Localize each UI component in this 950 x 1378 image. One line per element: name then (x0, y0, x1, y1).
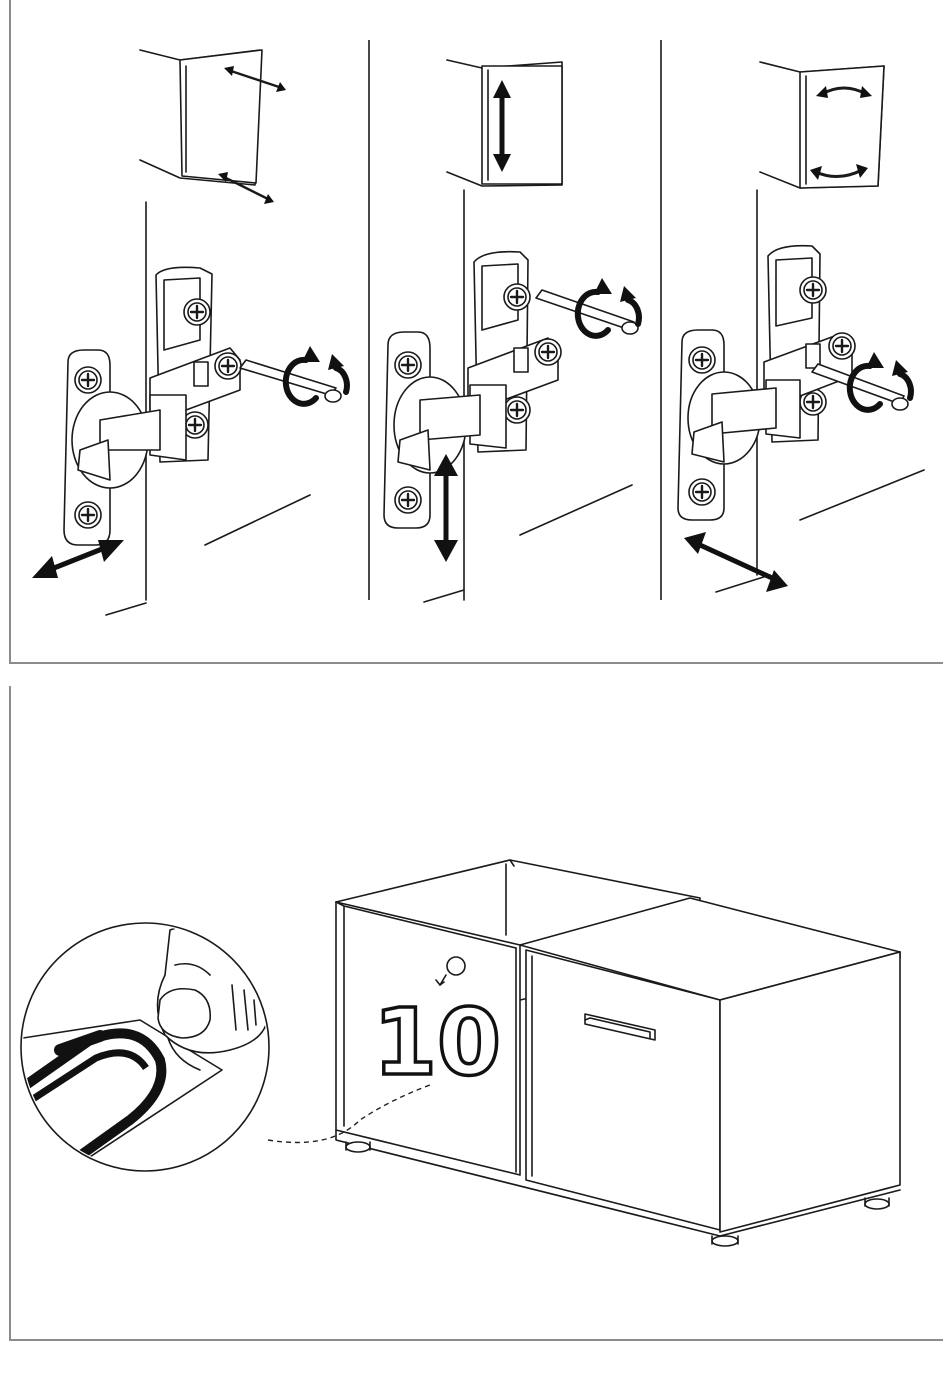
detail-zoom-circle (10, 923, 269, 1180)
hinge-step-depth-adjustment (678, 62, 924, 592)
hinge-step-height-adjustment (384, 60, 639, 602)
sticker-dot (447, 957, 465, 975)
foot-2 (712, 1236, 738, 1246)
door-corner-icon-3 (760, 62, 884, 188)
door-corner-icon-1 (140, 50, 286, 204)
foot-1 (346, 1142, 370, 1152)
door-corner-icon-2 (447, 60, 562, 186)
cabinet-drawing: 10 (268, 860, 900, 1246)
hinge-step-side-adjustment (32, 50, 347, 615)
foot-3 (865, 1199, 889, 1209)
sticker-number: 10 (373, 989, 501, 1096)
